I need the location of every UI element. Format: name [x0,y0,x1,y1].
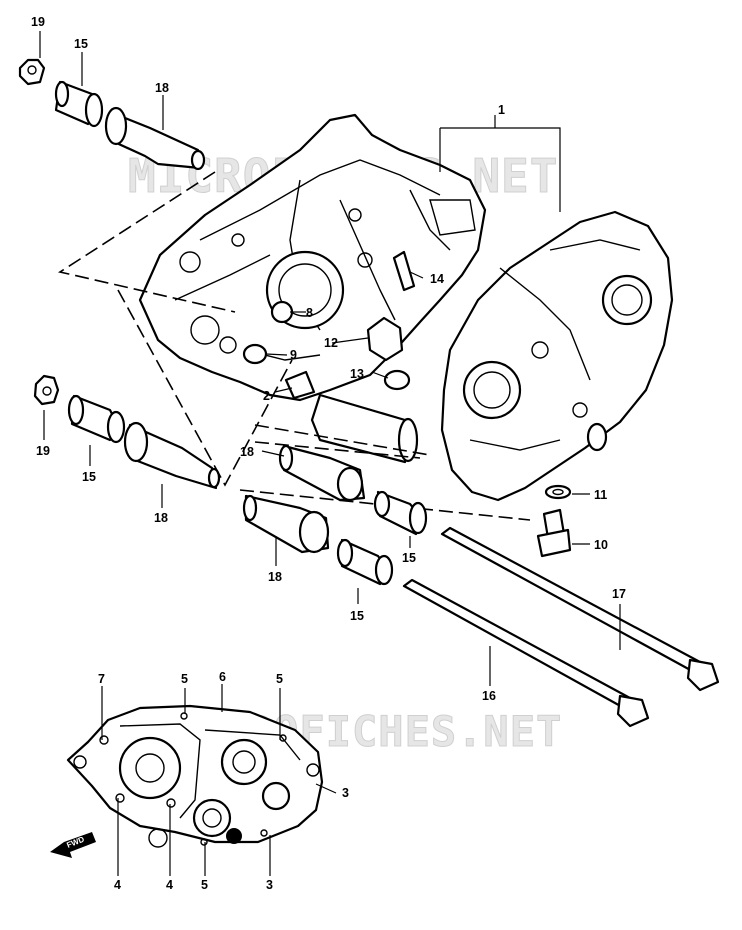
callout-18-left: 18 [154,511,168,525]
callout-10: 10 [594,538,608,552]
bushing-18-center-lower [242,494,330,554]
plug-right [586,422,608,452]
callout-6: 6 [219,670,226,684]
assembly-line-d [254,441,421,459]
forward-arrow-icon: FWD [50,832,96,858]
bushing-15-center [373,490,428,536]
callout-18-top: 18 [155,81,169,95]
leader-lines [39,31,621,876]
bushing-15-lower [336,538,394,586]
callout-12: 12 [324,336,338,350]
bolt-10 [536,508,572,558]
callout-19-left: 19 [36,444,50,458]
crankcase-right-half [440,210,674,502]
nut-19-left [33,374,60,406]
callout-5-bottom: 5 [201,878,208,892]
callout-15-left: 15 [82,470,96,484]
callout-7: 7 [98,672,105,686]
nut-19-top [18,58,46,86]
callout-4-left: 4 [114,878,121,892]
callout-13: 13 [350,367,364,381]
callout-18-lower: 18 [268,570,282,584]
breather-12 [366,316,404,362]
callout-3-bottom: 3 [266,878,273,892]
leader-1 [439,115,561,212]
cap-13 [383,369,411,391]
callout-5-top-right: 5 [276,672,283,686]
callout-16: 16 [482,689,496,703]
callout-3-right: 3 [342,786,349,800]
dowel-pin-2 [284,370,316,400]
callout-18-center: 18 [240,445,254,459]
crankcase-assembly [138,113,674,502]
callout-9: 9 [290,348,297,362]
bushing-15-top [54,80,104,128]
callout-15-top: 15 [74,37,88,51]
o-ring-9 [242,343,268,365]
assembly-line-c [254,424,431,456]
crankcase-side-view [66,704,324,848]
bushing-18-left [123,421,221,490]
callout-15-center: 15 [402,551,416,565]
washer-11 [544,484,572,500]
callout-14: 14 [430,272,444,286]
stud-bolt-17 [440,526,720,692]
bolt-14 [392,250,416,292]
callout-19-top: 19 [31,15,45,29]
callout-1: 1 [498,103,505,117]
callout-11: 11 [594,488,607,502]
assembly-line-b [117,289,293,487]
callout-5-top-left: 5 [181,672,188,686]
bushing-18-top [104,106,206,171]
stud-bolt-16 [402,578,650,728]
callout-labels: 1 2 3 3 4 4 5 5 5 6 7 8 9 10 11 12 13 14… [31,15,626,892]
bearing-bore-right [462,360,522,420]
callout-4-mid: 4 [166,878,173,892]
callout-15-lower: 15 [350,609,364,623]
callout-8: 8 [306,306,313,320]
oil-seal-8 [270,300,294,324]
bushing-15-left [67,394,126,444]
bushing-18-center-upper [278,444,366,502]
bearing-bore-rear [601,274,653,326]
callout-17: 17 [612,587,626,601]
callout-2: 2 [263,389,270,403]
assembly-line-a [57,171,236,313]
